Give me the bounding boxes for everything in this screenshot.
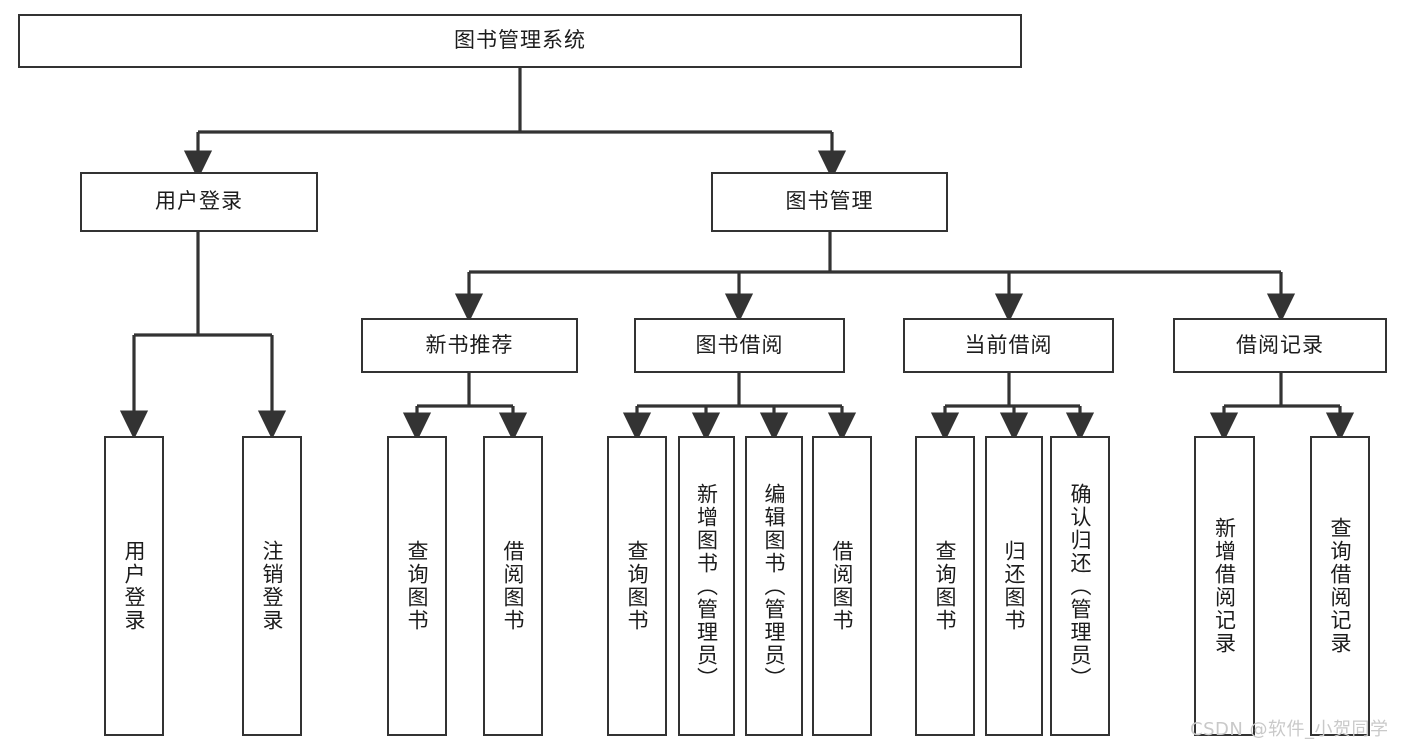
leaf-add-book-label: 新增图书（管理员） <box>694 482 719 690</box>
leaf-query-record[interactable]: 查询借阅记录 <box>1310 436 1370 736</box>
leaf-add-book[interactable]: 新增图书（管理员） <box>678 436 735 736</box>
node-book-management-label: 图书管理 <box>785 189 874 214</box>
leaf-user-login[interactable]: 用户登录 <box>104 436 164 736</box>
leaf-confirm-return-label: 确认归还（管理员） <box>1068 482 1093 690</box>
node-new-book-recommend[interactable]: 新书推荐 <box>361 318 578 373</box>
leaf-borrow-book-2-label: 借阅图书 <box>830 540 855 632</box>
node-book-borrow[interactable]: 图书借阅 <box>634 318 845 373</box>
node-borrow-record[interactable]: 借阅记录 <box>1173 318 1387 373</box>
node-root-system-label: 图书管理系统 <box>454 28 586 53</box>
leaf-query-book-1[interactable]: 查询图书 <box>387 436 447 736</box>
leaf-return-book[interactable]: 归还图书 <box>985 436 1043 736</box>
node-new-book-recommend-label: 新书推荐 <box>425 332 514 357</box>
leaf-edit-book[interactable]: 编辑图书（管理员） <box>745 436 803 736</box>
leaf-borrow-book-1[interactable]: 借阅图书 <box>483 436 543 736</box>
node-root-system[interactable]: 图书管理系统 <box>18 14 1022 68</box>
leaf-user-login-label: 用户登录 <box>122 540 147 632</box>
node-book-management[interactable]: 图书管理 <box>711 172 948 232</box>
node-current-borrow-label: 当前借阅 <box>964 332 1053 357</box>
node-user-login[interactable]: 用户登录 <box>80 172 318 232</box>
leaf-add-record[interactable]: 新增借阅记录 <box>1194 436 1255 736</box>
watermark-label: CSDN @软件_小贺同学 <box>1190 719 1389 740</box>
leaf-query-record-label: 查询借阅记录 <box>1328 517 1353 655</box>
node-borrow-record-label: 借阅记录 <box>1236 332 1324 357</box>
leaf-query-book-3-label: 查询图书 <box>933 540 958 632</box>
leaf-logout-login-label: 注销登录 <box>260 540 285 632</box>
leaf-query-book-3[interactable]: 查询图书 <box>915 436 975 736</box>
node-user-login-label: 用户登录 <box>155 189 243 214</box>
node-current-borrow[interactable]: 当前借阅 <box>903 318 1114 373</box>
leaf-confirm-return[interactable]: 确认归还（管理员） <box>1050 436 1110 736</box>
node-book-borrow-label: 图书借阅 <box>695 332 784 357</box>
leaf-add-record-label: 新增借阅记录 <box>1212 517 1237 655</box>
leaf-borrow-book-2[interactable]: 借阅图书 <box>812 436 872 736</box>
leaf-query-book-2-label: 查询图书 <box>625 540 650 632</box>
leaf-return-book-label: 归还图书 <box>1002 540 1027 632</box>
leaf-query-book-2[interactable]: 查询图书 <box>607 436 667 736</box>
leaf-borrow-book-1-label: 借阅图书 <box>501 540 526 632</box>
leaf-edit-book-label: 编辑图书（管理员） <box>762 482 787 690</box>
leaf-logout-login[interactable]: 注销登录 <box>242 436 302 736</box>
leaf-query-book-1-label: 查询图书 <box>405 540 430 632</box>
